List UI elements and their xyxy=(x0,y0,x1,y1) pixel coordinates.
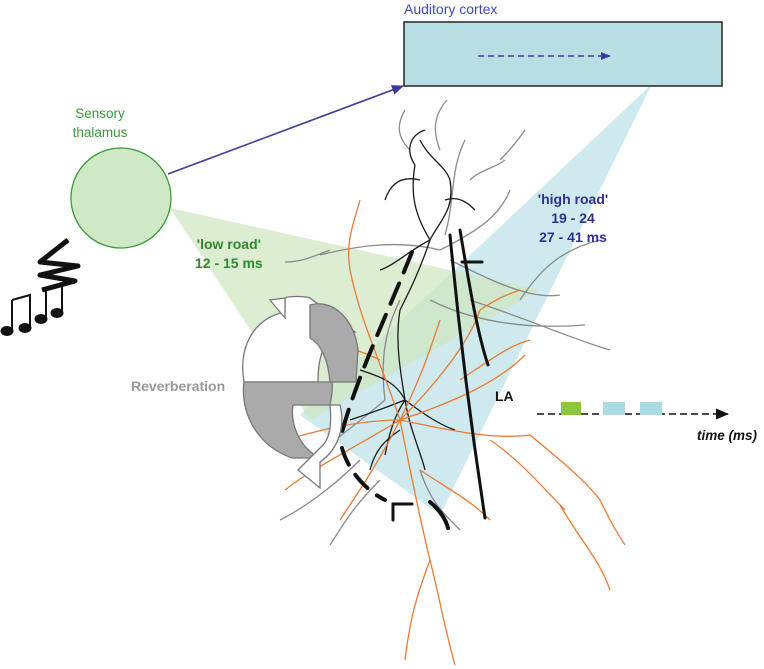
high-road-title: 'high road' xyxy=(537,191,609,207)
sensory-thalamus-circle xyxy=(70,147,172,249)
time-marker-high-road-1 xyxy=(603,402,625,415)
thalamus-to-cortex-arrow xyxy=(167,85,404,175)
sensory-thalamus-line1: Sensory xyxy=(75,106,125,121)
music-notes-icon xyxy=(0,281,64,336)
low-road-cone xyxy=(170,208,540,420)
sound-wave-icon xyxy=(37,238,81,293)
sensory-thalamus-line2: thalamus xyxy=(72,125,128,140)
auditory-cortex-box xyxy=(403,21,723,87)
low-road-latency: 12 - 15 ms xyxy=(195,255,263,271)
high-road-latency-2: 27 - 41 ms xyxy=(539,229,607,245)
reverberation-arrows-icon xyxy=(242,295,359,490)
low-road-title: 'low road' xyxy=(196,236,261,252)
low-road-label: 'low road' 12 - 15 ms xyxy=(195,235,263,273)
la-label: LA xyxy=(495,388,514,404)
auditory-cortex-label: Auditory cortex xyxy=(404,1,498,17)
lateral-amygdala-boundary xyxy=(338,228,490,530)
sensory-thalamus-label: Sensory thalamus xyxy=(60,104,140,142)
time-marker-low-road xyxy=(561,402,581,415)
time-marker-high-road-2 xyxy=(640,402,662,415)
high-road-latency-1: 19 - 24 xyxy=(551,210,595,226)
high-road-label: 'high road' 19 - 24 27 - 41 ms xyxy=(528,190,618,247)
time-axis-label: time (ms) xyxy=(697,428,758,443)
reverberation-label: Reverberation xyxy=(131,378,226,394)
time-axis xyxy=(537,402,729,420)
